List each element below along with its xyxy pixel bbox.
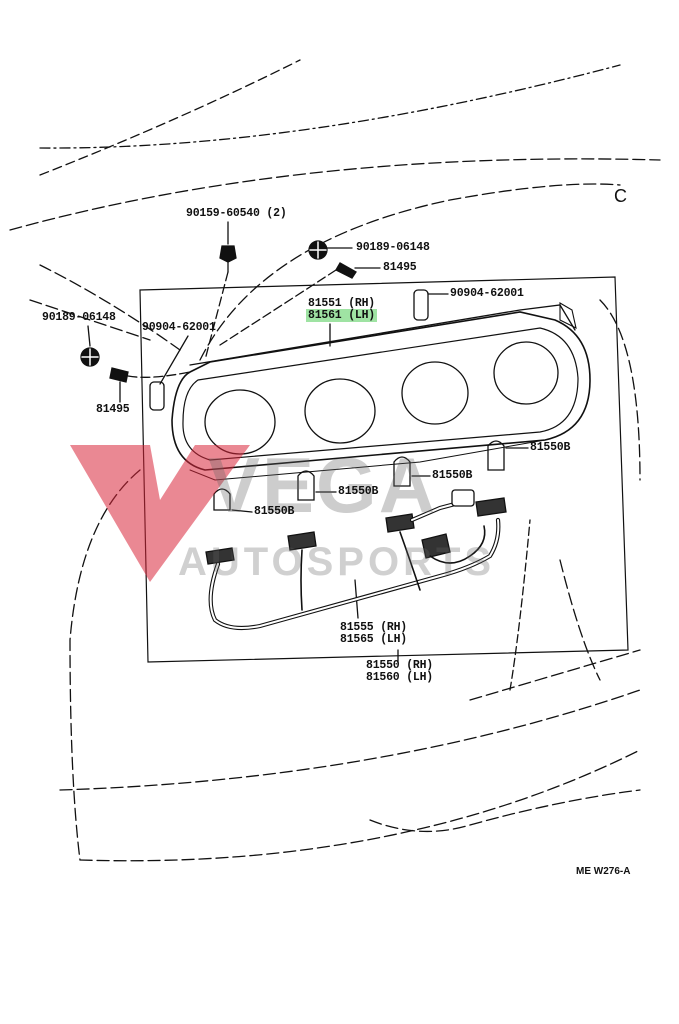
clip-left-x xyxy=(81,348,99,366)
body-outline-mid xyxy=(9,158,661,231)
corner-letter: C xyxy=(614,186,627,206)
lens-ring-4 xyxy=(493,341,559,405)
body-outline-left xyxy=(39,264,181,351)
callout-screw-left: 81495 xyxy=(96,403,130,416)
watermark-logo xyxy=(70,445,250,582)
bolt-top xyxy=(219,245,237,263)
harness-branch-2 xyxy=(300,549,303,611)
screw-right xyxy=(335,262,357,279)
body-outline-top xyxy=(39,59,301,176)
bulb-3 xyxy=(393,456,411,487)
callout-socket-lh: 81565 (LH) xyxy=(340,633,408,646)
callout-assembly-rh: 81550 (RH) xyxy=(366,659,434,672)
clip-right-x xyxy=(309,241,327,259)
body-outline-right xyxy=(599,299,641,481)
callout-lamp-lh: 81561 (LH) xyxy=(306,309,378,322)
lamp-housing-inner xyxy=(182,327,579,461)
body-outline-curve xyxy=(69,469,141,861)
callout-bulb-4: 81550B xyxy=(530,441,571,454)
bulb-2 xyxy=(297,470,315,501)
callout-clip-right: 90189-06148 xyxy=(356,241,430,254)
screw-left xyxy=(109,367,129,383)
socket-1 xyxy=(205,547,235,565)
callout-bulb-2: 81550B xyxy=(338,485,379,498)
callout-grommet-right: 90904-62001 xyxy=(450,287,524,300)
reference-code: ME W276-A xyxy=(576,866,631,877)
harness-main-inner xyxy=(209,519,500,629)
callout-assembly-lh: 81560 (LH) xyxy=(366,671,434,684)
body-outline-top2 xyxy=(39,64,621,149)
socket-3 xyxy=(385,513,415,533)
body-outline-left2 xyxy=(29,299,151,341)
socket-5 xyxy=(421,533,451,559)
harness-branch-3 xyxy=(399,531,421,591)
bulb-4 xyxy=(487,440,505,471)
lamp-end-bracket xyxy=(559,302,577,330)
body-line-dash2 xyxy=(509,519,531,691)
leader-c7 xyxy=(87,325,91,347)
leader-c4 xyxy=(159,335,189,385)
body-line-dash xyxy=(469,649,641,701)
bolt-top-leader xyxy=(204,271,229,361)
body-outline-lower xyxy=(79,749,641,862)
callout-lamp-rh: 81551 (RH) xyxy=(308,297,376,310)
callout-socket-rh: 81555 (RH) xyxy=(340,621,408,634)
leader-bulb1 xyxy=(231,509,253,513)
body-outline-lower2 xyxy=(59,689,641,791)
screw-left-leader xyxy=(127,371,191,378)
lamp-top-rim xyxy=(189,304,576,366)
callout-bulb-1: 81550B xyxy=(254,505,295,518)
callout-bolt: 90159-60540 (2) xyxy=(186,207,287,220)
grommet-right xyxy=(413,289,429,321)
callout-screw-right: 81495 xyxy=(383,261,417,274)
highlighted-part-number: 81561 (LH) xyxy=(306,309,378,322)
lens-ring-3 xyxy=(401,361,469,425)
body-outline-right2 xyxy=(559,559,601,681)
watermark-vega: VEGA xyxy=(208,441,438,529)
screw-right-leader xyxy=(219,269,337,346)
connector xyxy=(451,489,475,507)
grommet-left xyxy=(149,381,165,411)
watermark-autosports: AUTOSPORTS xyxy=(178,540,496,584)
callout-clip-left: 90189-06148 xyxy=(42,311,116,324)
socket-2 xyxy=(287,531,317,551)
lens-ring-2 xyxy=(304,378,376,444)
callout-bulb-3: 81550B xyxy=(432,469,473,482)
harness-loop xyxy=(429,525,486,564)
body-outline-arch xyxy=(199,183,621,361)
lamp-housing-outer xyxy=(171,311,591,471)
socket-4 xyxy=(475,497,507,517)
callout-grommet-left: 90904-62001 xyxy=(142,321,216,334)
body-outline-bottom xyxy=(369,789,641,833)
